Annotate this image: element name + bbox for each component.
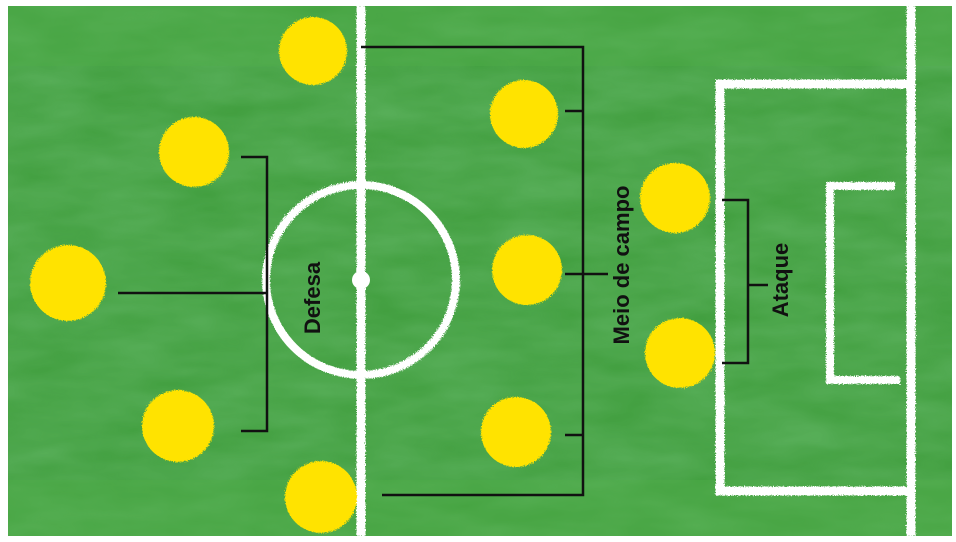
player-icon: [645, 318, 715, 388]
player-icon: [490, 80, 558, 148]
attack-label: Ataque: [768, 243, 793, 318]
midfield-label: Meio de campo: [609, 186, 634, 345]
defense-label: Defesa: [300, 261, 325, 334]
player-icon: [142, 390, 214, 462]
player-icon: [30, 245, 106, 321]
player-icon: [159, 117, 229, 187]
player-icon: [279, 17, 347, 85]
center-spot: [352, 271, 370, 289]
player-icon: [285, 461, 357, 533]
grass-stripe: [8, 6, 952, 66]
player-icon: [492, 235, 562, 305]
player-icon: [481, 397, 551, 467]
player-icon: [640, 163, 710, 233]
